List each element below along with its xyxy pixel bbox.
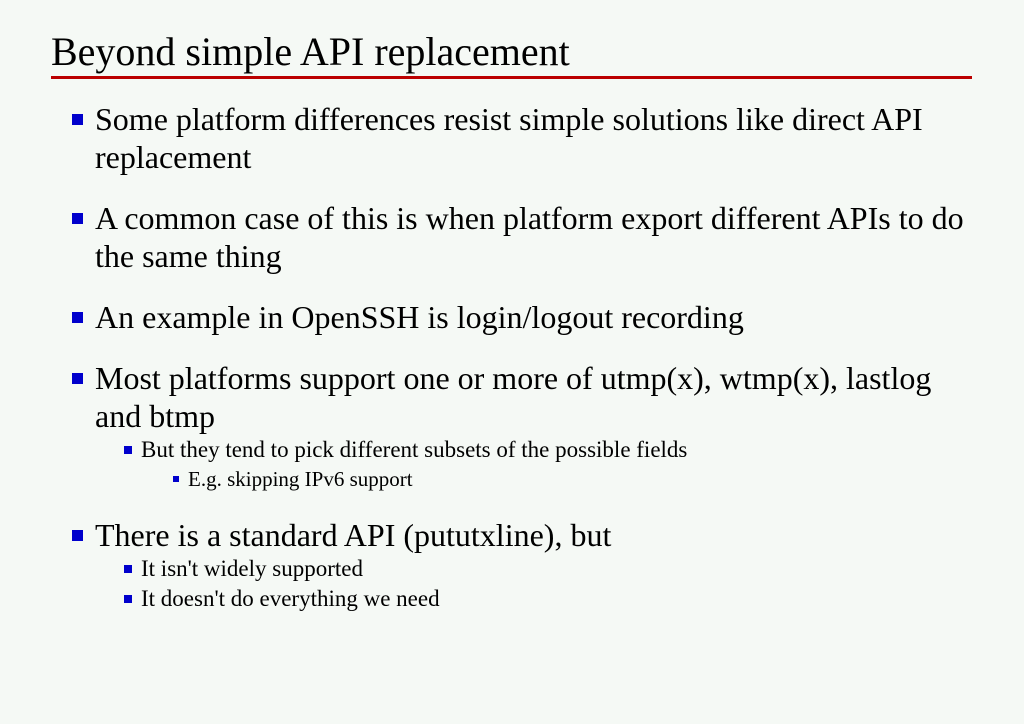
bullet-text-level1: An example in OpenSSH is login/logout re… bbox=[95, 299, 744, 335]
bullet-item-level3: E.g. skipping IPv6 support bbox=[0, 465, 1024, 493]
bullet-text-level2: But they tend to pick different subsets … bbox=[141, 437, 688, 462]
bullet-item-level1: An example in OpenSSH is login/logout re… bbox=[0, 298, 1024, 336]
square-bullet-icon bbox=[72, 114, 83, 125]
bullet-text-level1: There is a standard API (pututxline), bu… bbox=[95, 517, 612, 553]
bullet-item-level2: It isn't widely supported bbox=[0, 554, 1024, 584]
bullet-item-level1: Some platform differences resist simple … bbox=[0, 100, 1024, 176]
bullet-block: Most platforms support one or more of ut… bbox=[0, 359, 1024, 493]
bullet-text-level1: Most platforms support one or more of ut… bbox=[95, 360, 932, 434]
bullet-text-level2: It isn't widely supported bbox=[141, 556, 363, 581]
square-bullet-icon bbox=[173, 476, 179, 482]
bullet-block: A common case of this is when platform e… bbox=[0, 199, 1024, 275]
bullet-text-level2: It doesn't do everything we need bbox=[141, 586, 440, 611]
bullet-item-level1: A common case of this is when platform e… bbox=[0, 199, 1024, 275]
square-bullet-icon bbox=[124, 446, 132, 454]
square-bullet-icon bbox=[124, 565, 132, 573]
square-bullet-icon bbox=[124, 595, 132, 603]
bullet-text-level1: A common case of this is when platform e… bbox=[95, 200, 964, 274]
square-bullet-icon bbox=[72, 530, 83, 541]
bullet-text-level1: Some platform differences resist simple … bbox=[95, 101, 923, 175]
bullet-block: Some platform differences resist simple … bbox=[0, 100, 1024, 176]
slide-body: Some platform differences resist simple … bbox=[0, 100, 1024, 614]
bullet-text-level3: E.g. skipping IPv6 support bbox=[188, 467, 413, 491]
title-underline-rule bbox=[51, 76, 972, 79]
bullet-block: There is a standard API (pututxline), bu… bbox=[0, 516, 1024, 614]
bullet-item-level2: It doesn't do everything we need bbox=[0, 584, 1024, 614]
square-bullet-icon bbox=[72, 312, 83, 323]
page-title: Beyond simple API replacement bbox=[51, 29, 570, 74]
square-bullet-icon bbox=[72, 373, 83, 384]
bullet-item-level1: Most platforms support one or more of ut… bbox=[0, 359, 1024, 435]
square-bullet-icon bbox=[72, 213, 83, 224]
bullet-item-level1: There is a standard API (pututxline), bu… bbox=[0, 516, 1024, 554]
bullet-item-level2: But they tend to pick different subsets … bbox=[0, 435, 1024, 465]
bullet-block: An example in OpenSSH is login/logout re… bbox=[0, 298, 1024, 336]
